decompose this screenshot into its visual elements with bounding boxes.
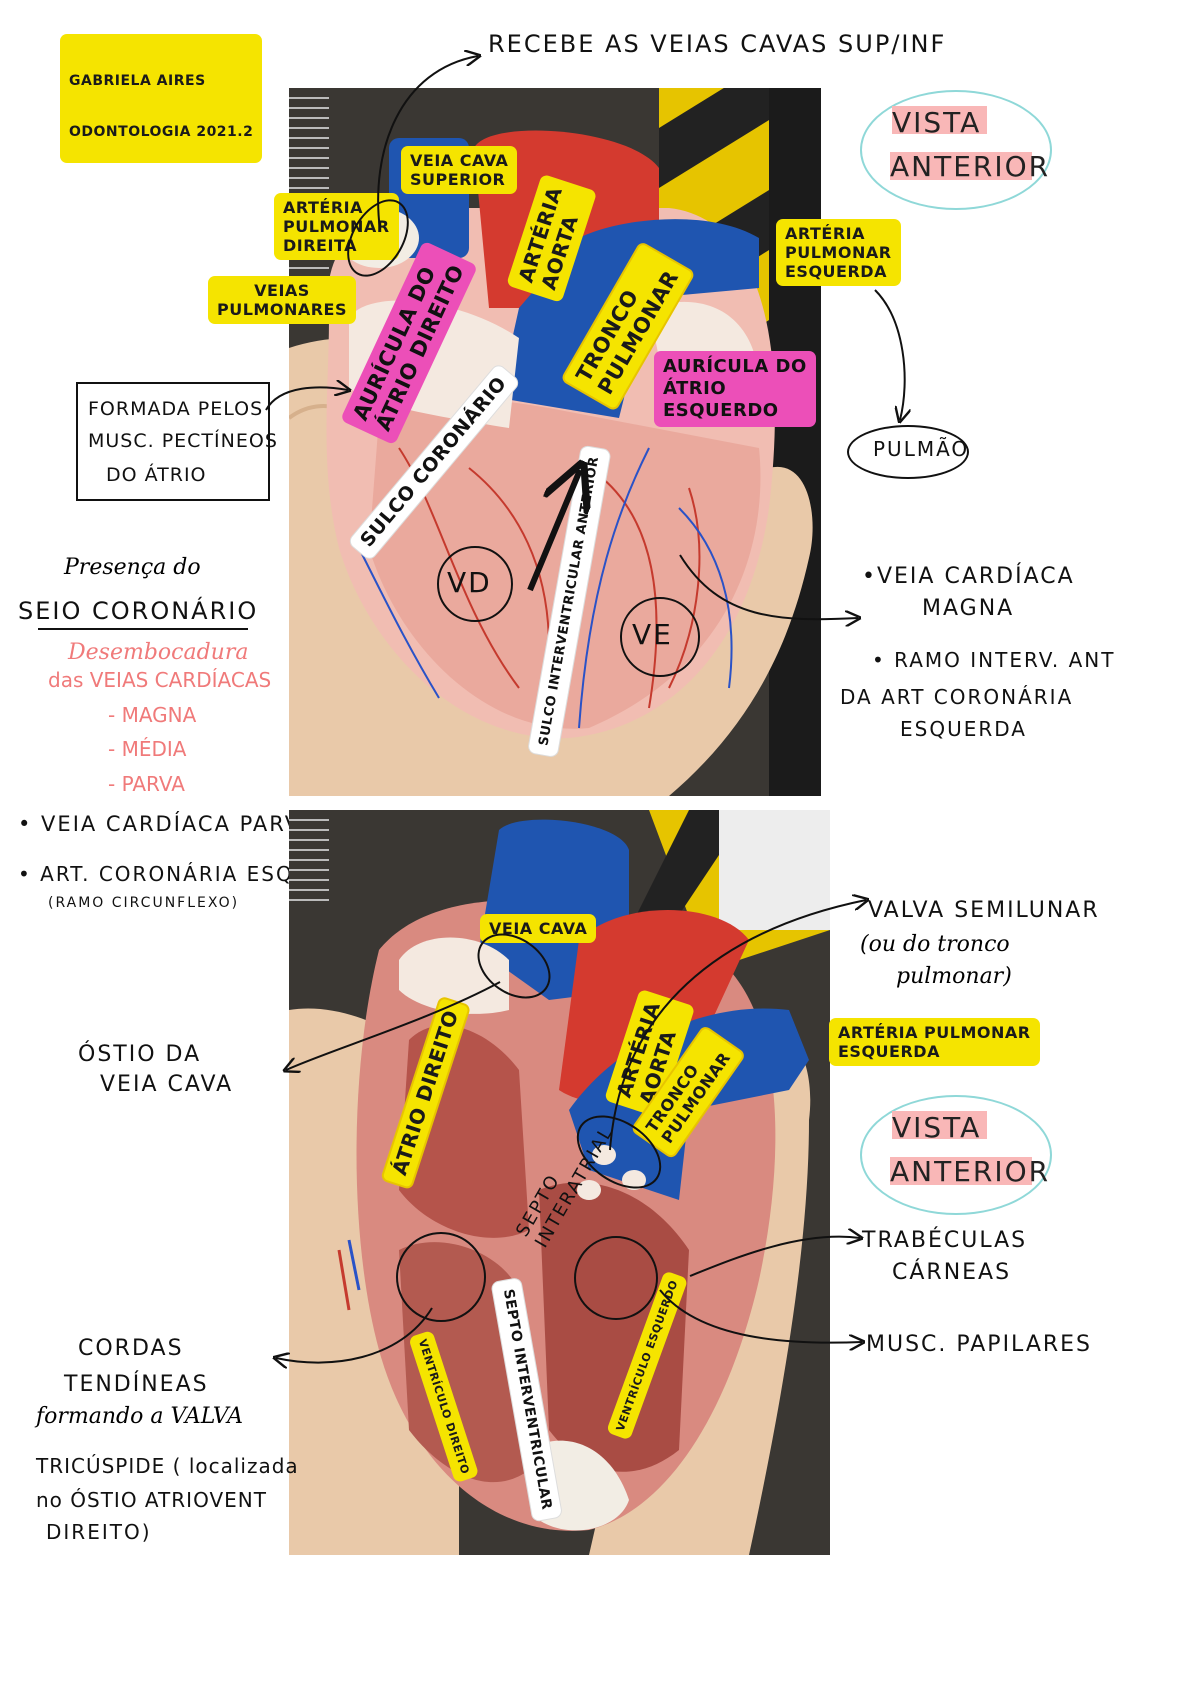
note-line-3: DO ÁTRIO [106, 464, 207, 486]
author-name: GABRIELA AIRES [69, 73, 206, 89]
veia-magna-line-2: MAGNA [922, 596, 1015, 621]
arrow-ostio [286, 981, 501, 1070]
label-arteria-pulmonar-esquerda: ARTÉRIA PULMONAR ESQUERDA [776, 219, 901, 286]
label-auricula-atrio-esquerdo: AURÍCULA DO ÁTRIO ESQUERDO [654, 351, 816, 427]
trabeculas-line-2: CÁRNEAS [892, 1260, 1012, 1285]
arrow-pulmao [874, 289, 905, 420]
note-line-2: MUSC. PECTÍNEOS [88, 430, 278, 452]
annotation-recebe-veias: RECEBE AS VEIAS CAVAS SUP/INF [488, 30, 947, 58]
ostio-line-2: VEIA CAVA [100, 1072, 234, 1097]
vista-anterior-top: VISTA ANTERIOR [860, 90, 1052, 210]
arrow-recebe [377, 56, 478, 231]
ve-label: VE [632, 618, 673, 651]
veia-parva-label: • VEIA CARDÍACA PARVA [18, 812, 317, 836]
label-veias-pulmonares: VEIAS PULMONARES [208, 276, 356, 324]
arrow-veia-magna [679, 554, 858, 619]
ramo-line-3: ESQUERDA [900, 717, 1027, 741]
musc-papilares: MUSC. PAPILARES [866, 1332, 1093, 1357]
vista-text: VISTA [892, 106, 982, 139]
seio-coronario-label: SEIO CORONÁRIO [18, 597, 259, 625]
pulmao-oval [847, 425, 969, 479]
art-coronaria-line-1: • ART. CORONÁRIA ESQ [18, 862, 294, 886]
anterior-text: ANTERIOR [890, 150, 1051, 183]
anterior-highlight [890, 152, 1032, 180]
vista-highlight-bottom [892, 1111, 987, 1139]
anterior-highlight-bottom [890, 1157, 1032, 1185]
ramo-line-2: DA ART CORONÁRIA [840, 685, 1074, 709]
author-badge: GABRIELA AIRES ODONTOLOGIA 2021.2 [60, 34, 263, 163]
vein-parva: - PARVA [108, 772, 185, 796]
arrow-cordas [276, 1307, 433, 1363]
anterior-text-bottom: ANTERIOR [890, 1155, 1051, 1188]
ve-circle [620, 597, 700, 677]
cordas-line-4: TRICÚSPIDE ( localizada [36, 1454, 299, 1478]
vd-label: VD [447, 566, 492, 599]
vista-highlight [892, 106, 987, 134]
vein-media: - MÉDIA [108, 737, 187, 761]
ramo-line-1: • RAMO INTERV. ANT [872, 648, 1116, 672]
valva-line-2: (ou do tronco [860, 932, 1010, 957]
trabeculas-line-1: TRABÉCULAS [862, 1228, 1028, 1253]
arrow-musc [659, 1289, 862, 1343]
cordas-line-1: CORDAS [78, 1336, 184, 1361]
author-course: ODONTOLOGIA 2021.2 [69, 124, 254, 140]
seio-underline [38, 628, 248, 630]
note-box-pectineos: FORMADA PELOS MUSC. PECTÍNEOS DO ÁTRIO [76, 382, 277, 501]
arrow-auricula-box [265, 387, 348, 411]
cordas-line-2: TENDÍNEAS [64, 1372, 209, 1397]
presenca-label: Presença do [64, 555, 201, 580]
pulmao-label: PULMÃO [873, 437, 970, 461]
ostio-line-1: ÓSTIO DA [78, 1042, 202, 1067]
arrow-valva [609, 900, 866, 1151]
desembocadura-line-1: Desembocadura [68, 640, 249, 665]
label-arteria-pulmonar-esquerda-bottom: ARTÉRIA PULMONAR ESQUERDA [829, 1018, 1040, 1066]
vd-circle [437, 546, 513, 622]
vista-text-bottom: VISTA [892, 1111, 982, 1144]
trabeculas-circle [574, 1236, 658, 1320]
cordas-line-3: formando a VALVA [36, 1404, 244, 1429]
arrow-vd-sulco [527, 470, 580, 592]
valva-line-3: pulmonar) [896, 964, 1012, 989]
arrow-trabeculas [689, 1237, 860, 1277]
desembocadura-line-2: das VEIAS CARDÍACAS [48, 668, 272, 692]
label-veia-cava-superior: VEIA CAVA SUPERIOR [401, 146, 518, 194]
veia-magna-line-1: •VEIA CARDÍACA [862, 564, 1075, 589]
art-coronaria-line-2: (RAMO CIRCUNFLEXO) [48, 895, 240, 911]
note-line-1: FORMADA PELOS [88, 398, 264, 420]
cordas-circle [396, 1232, 486, 1322]
label-veia-cava-bottom: VEIA CAVA [480, 914, 597, 943]
vista-anterior-bottom: VISTA ANTERIOR [860, 1095, 1052, 1215]
valva-line-1: VALVA SEMILUNAR [868, 898, 1100, 923]
cordas-line-6: DIREITO) [46, 1520, 152, 1544]
vein-magna: - MAGNA [108, 703, 197, 727]
cordas-line-5: no ÓSTIO ATRIOVENT [36, 1488, 267, 1512]
